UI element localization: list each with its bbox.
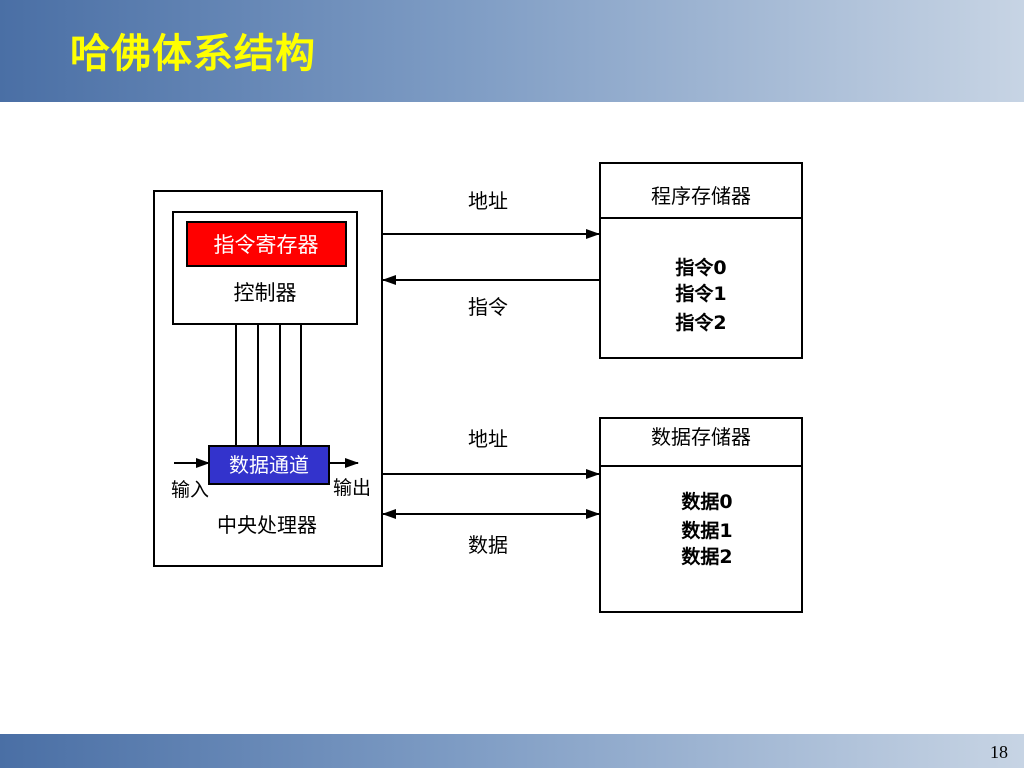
program-memory-title: 程序存储器 [651,184,751,208]
data-data-bus-label: 数据 [468,533,508,557]
page-number: 18 [990,742,1008,762]
data-memory-item: 数据1 [681,519,732,542]
data-address-bus-label: 地址 [468,427,508,451]
instruction-register-label: 指令寄存器 [214,233,319,257]
slide-footer: 18 [0,734,1024,768]
input-label: 输入 [171,479,209,501]
data-memory-title: 数据存储器 [651,425,751,449]
program-memory-box [599,162,803,359]
output-label: 输出 [333,477,371,499]
cpu-label: 中央处理器 [217,513,317,537]
data-memory-item: 数据2 [681,545,732,568]
data-memory-item: 数据0 [681,490,732,513]
instruction-register-box [186,221,347,267]
slide-header: 哈佛体系结构 [0,0,1024,102]
program-memory-item: 指令2 [675,311,726,334]
data-memory-box [599,417,803,613]
program-memory-item: 指令1 [675,282,726,305]
controller-label: 控制器 [234,281,297,305]
datapath-label: 数据通道 [229,453,309,477]
slide-title: 哈佛体系结构 [70,31,316,77]
program-address-bus-label: 地址 [468,189,508,213]
program-memory-item: 指令0 [675,256,726,279]
program-instruction-bus-label: 指令 [468,295,508,319]
